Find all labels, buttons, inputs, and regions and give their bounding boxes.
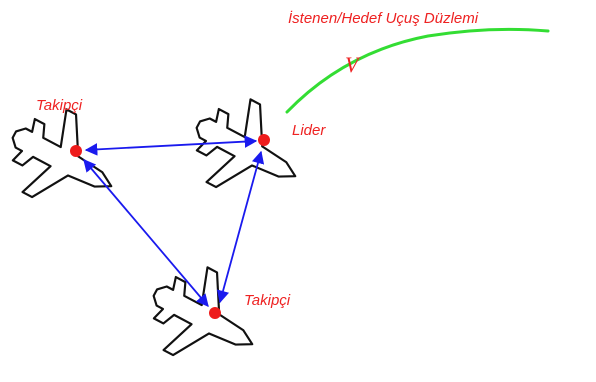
plane-icon <box>132 250 276 382</box>
node-dot-icon <box>209 307 221 319</box>
link-follower-left-leader <box>84 135 258 156</box>
link-leader-follower-bottom <box>216 150 265 304</box>
velocity-label: V <box>345 52 361 77</box>
desired-path-label: İstenen/Hedef Uçuş Düzlemi <box>288 10 479 27</box>
follower-bottom-label: Takipçi <box>244 292 291 309</box>
follower-left-label: Takipçi <box>36 97 83 114</box>
desired-path-curve <box>285 27 550 114</box>
node-dot-icon <box>258 134 270 146</box>
node-dot-icon <box>70 145 82 157</box>
link-follower-left-follower-bottom <box>83 159 209 307</box>
leader-label: Lider <box>292 122 326 139</box>
